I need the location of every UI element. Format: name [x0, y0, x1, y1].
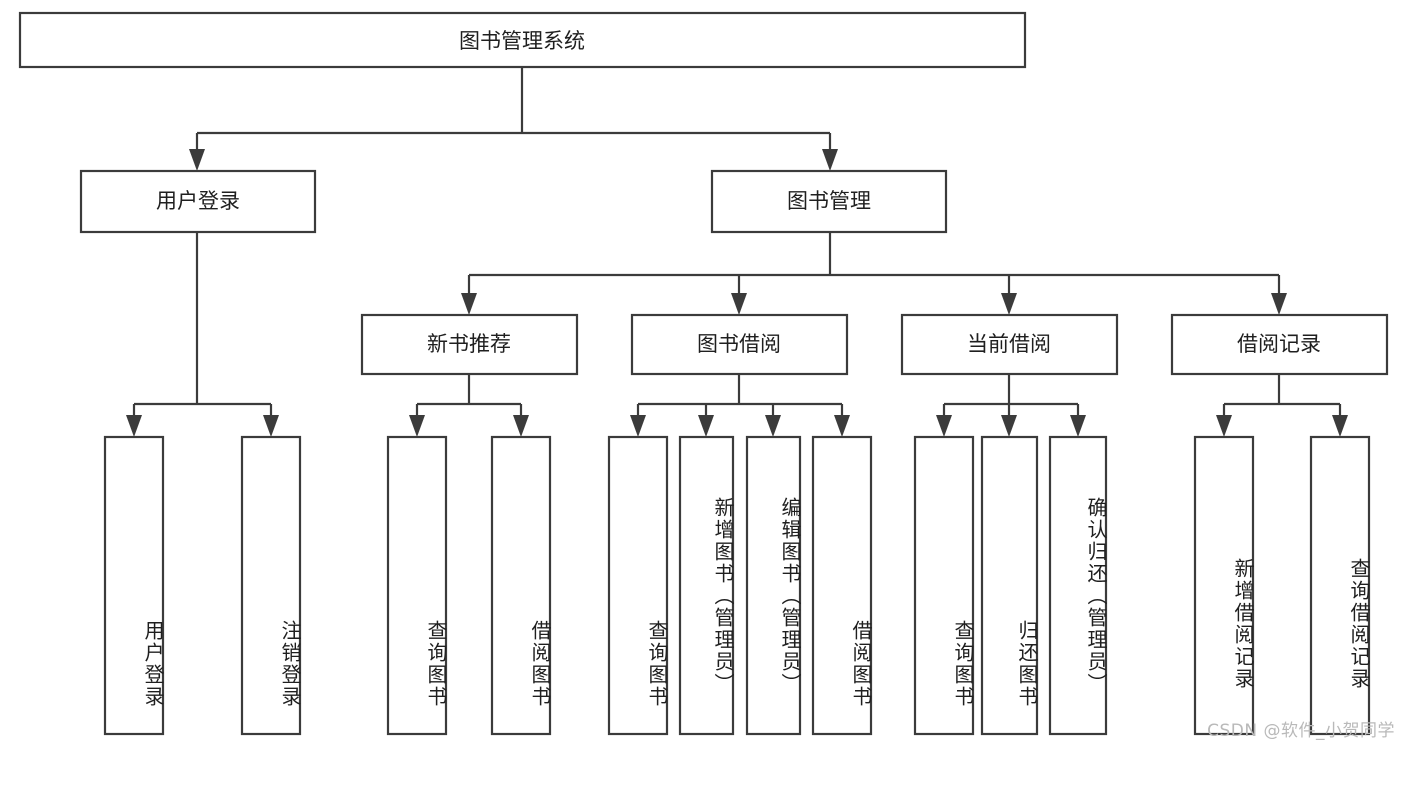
- leaf-box-book-borrow-3[interactable]: [745, 435, 802, 736]
- node-label-new-book-recommend: 新书推荐: [427, 332, 511, 356]
- node-label-root: 图书管理系统: [459, 29, 585, 53]
- arrowhead-to-current-borrow: [1001, 293, 1017, 315]
- nodes-layer: 图书管理系统 用户登录 图书管理 新书推荐 图书借阅 当前借阅 借阅记录: [18, 11, 1389, 736]
- leaf-box-new-book-1[interactable]: [386, 435, 448, 736]
- node-box-current-borrow[interactable]: [900, 313, 1119, 376]
- arrowhead-borrow-record-leaf-1: [1216, 415, 1232, 437]
- arrowhead-to-user-login: [189, 149, 205, 171]
- leaf-box-book-borrow-4[interactable]: [811, 435, 873, 736]
- arrowhead-book-borrow-leaf-2: [698, 415, 714, 437]
- arrowhead-current-borrow-leaf-1: [936, 415, 952, 437]
- node-box-book-manage[interactable]: [710, 169, 948, 234]
- flowchart-canvas: 图书管理系统 用户登录 图书管理 新书推荐 图书借阅 当前借阅 借阅记录: [18, 11, 1395, 741]
- leaf-box-borrow-record-2[interactable]: [1309, 435, 1371, 736]
- arrowhead-book-borrow-leaf-3: [765, 415, 781, 437]
- arrowhead-user-login-leaf-2: [263, 415, 279, 437]
- arrowhead-new-book-leaf-2: [513, 415, 529, 437]
- arrowhead-current-borrow-leaf-3: [1070, 415, 1086, 437]
- node-box-user-login[interactable]: [79, 169, 317, 234]
- arrowhead-to-book-borrow: [731, 293, 747, 315]
- node-box-book-borrow[interactable]: [630, 313, 849, 376]
- node-label-book-borrow: 图书借阅: [697, 332, 781, 356]
- leaf-box-new-book-2[interactable]: [490, 435, 552, 736]
- leaf-box-current-borrow-2[interactable]: [980, 435, 1039, 736]
- node-label-user-login: 用户登录: [156, 189, 240, 213]
- arrowhead-to-book-manage: [822, 149, 838, 171]
- node-box-root[interactable]: [18, 11, 1027, 69]
- connector-book-borrow-bus: [636, 374, 844, 424]
- node-label-current-borrow: 当前借阅: [967, 332, 1051, 356]
- connector-root-bus: [195, 67, 832, 158]
- arrowhead-current-borrow-leaf-2: [1001, 415, 1017, 437]
- arrowhead-to-new-book: [461, 293, 477, 315]
- node-box-borrow-record[interactable]: [1170, 313, 1389, 376]
- arrowhead-new-book-leaf-1: [409, 415, 425, 437]
- leaf-box-current-borrow-3[interactable]: [1048, 435, 1108, 736]
- node-box-new-book-recommend[interactable]: [360, 313, 579, 376]
- leaf-box-borrow-record-1[interactable]: [1193, 435, 1255, 736]
- node-label-book-manage: 图书管理: [787, 189, 871, 213]
- arrowhead-borrow-record-leaf-2: [1332, 415, 1348, 437]
- node-label-borrow-record: 借阅记录: [1237, 332, 1321, 356]
- arrowhead-book-borrow-leaf-4: [834, 415, 850, 437]
- connector-new-book-bus: [415, 374, 523, 424]
- connectors-layer: [126, 67, 1348, 437]
- connector-borrow-record-bus: [1222, 374, 1342, 424]
- hierarchy-diagram: 图书管理系统 用户登录 图书管理 新书推荐 图书借阅 当前借阅 借阅记录: [18, 11, 1389, 736]
- arrowhead-book-borrow-leaf-1: [630, 415, 646, 437]
- arrowhead-to-borrow-record: [1271, 293, 1287, 315]
- connector-current-borrow-bus: [942, 374, 1080, 424]
- connector-book-manage-bus: [467, 232, 1281, 302]
- leaf-box-book-borrow-2[interactable]: [678, 435, 735, 736]
- connector-user-login-bus: [132, 232, 273, 424]
- leaf-box-current-borrow-1[interactable]: [913, 435, 975, 736]
- watermark-credit: CSDN @软件_小贺同学: [1207, 721, 1395, 741]
- leaf-box-user-login-2[interactable]: [240, 435, 302, 736]
- leaf-box-user-login-1[interactable]: [103, 435, 165, 736]
- arrowhead-user-login-leaf-1: [126, 415, 142, 437]
- leaf-box-book-borrow-1[interactable]: [607, 435, 669, 736]
